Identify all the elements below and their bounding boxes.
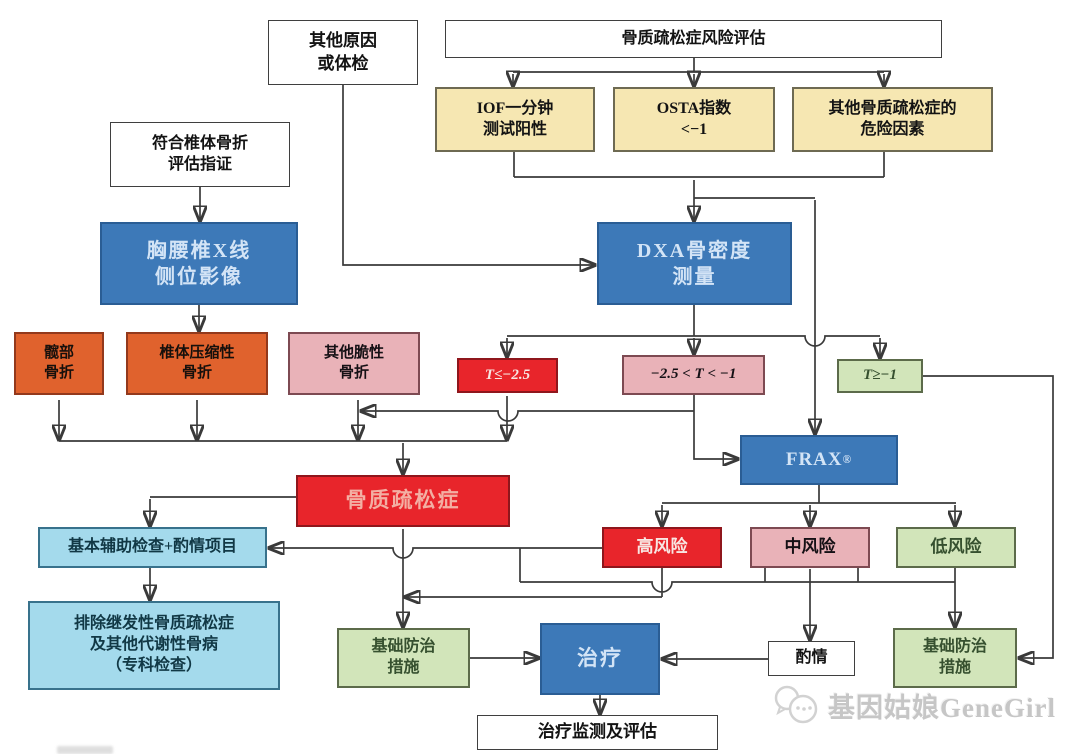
watermark: 基因姑娘GeneGirl — [772, 684, 1056, 726]
frax-registered-mark: ® — [842, 453, 853, 466]
node-vertebral-compression-fracture: 椎体压缩性 骨折 — [126, 332, 268, 395]
node-as-appropriate: 酌情 — [768, 641, 855, 676]
node-medium-risk: 中风险 — [750, 527, 870, 568]
node-basic-care-right: 基础防治 措施 — [893, 628, 1017, 688]
node-basic-care-left: 基础防治 措施 — [337, 628, 470, 688]
node-osteoporosis: 骨质疏松症 — [296, 475, 510, 527]
node-other-cause: 其他原因 或体检 — [268, 20, 418, 85]
node-risk-assessment: 骨质疏松症风险评估 — [445, 20, 942, 58]
watermark-text: 基因姑娘GeneGirl — [828, 692, 1056, 723]
cutoff-text-fragment — [57, 746, 113, 754]
node-t-score-between: −2.5 < T < −1 — [622, 355, 765, 395]
node-iof-test: IOF一分钟 测试阳性 — [435, 87, 595, 152]
node-dxa-bmd: DXA骨密度 测量 — [597, 222, 792, 305]
node-spine-xray: 胸腰椎X线 侧位影像 — [100, 222, 298, 305]
node-low-risk: 低风险 — [896, 527, 1016, 568]
node-exclude-secondary-osteoporosis: 排除继发性骨质疏松症 及其他代谢性骨病 （专科检查） — [28, 601, 280, 690]
node-t-score-ge-minus-1: T≥−1 — [837, 359, 923, 393]
node-other-risk-factors: 其他骨质疏松症的 危险因素 — [792, 87, 993, 152]
node-frax: FRAX® — [740, 435, 898, 485]
chat-bubbles-icon — [774, 685, 818, 724]
node-osta-index: OSTA指数 <−1 — [613, 87, 775, 152]
node-other-fragility-fracture: 其他脆性 骨折 — [288, 332, 420, 395]
node-basic-aux-exam: 基本辅助检查+酌情项目 — [38, 527, 267, 568]
node-t-score-le-minus-2-5: T≤−2.5 — [457, 358, 558, 393]
node-treatment-monitoring: 治疗监测及评估 — [477, 715, 718, 750]
node-treatment: 治疗 — [540, 623, 660, 695]
node-vfa-criteria: 符合椎体骨折 评估指证 — [110, 122, 290, 187]
node-hip-fracture: 髋部 骨折 — [14, 332, 104, 395]
node-high-risk: 高风险 — [602, 527, 722, 568]
frax-label: FRAX — [785, 448, 843, 470]
